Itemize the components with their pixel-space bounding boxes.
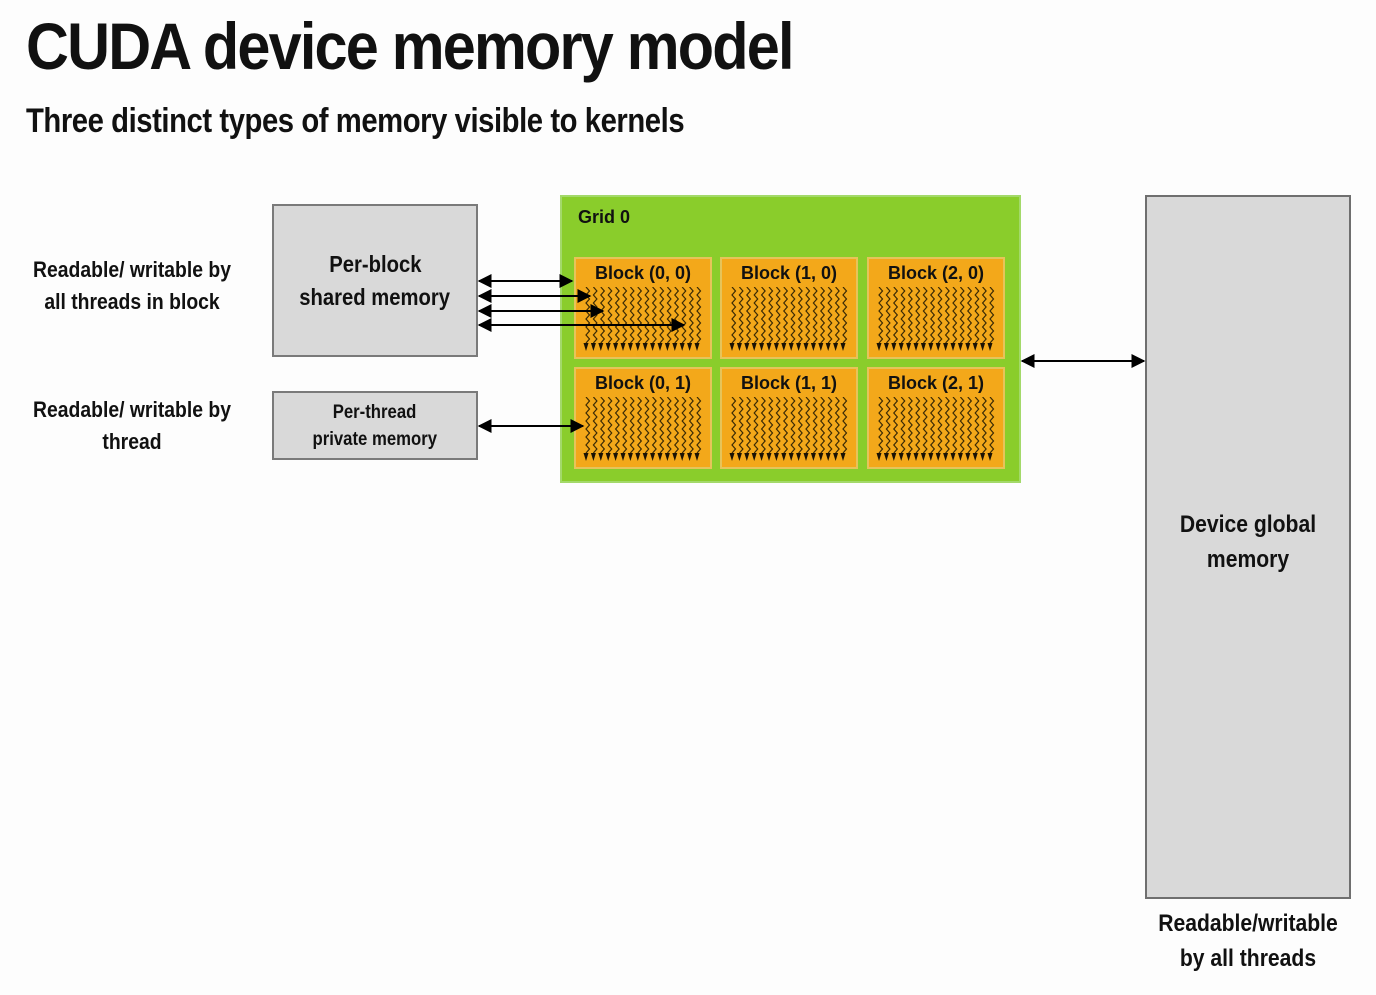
- private-memory-line-1: Per-thread: [333, 401, 417, 423]
- block-2-0: Block (2, 0): [867, 257, 1005, 359]
- block-2-1: Block (2, 1): [867, 367, 1005, 469]
- global-access-label: Readable/writable by all threads: [1136, 906, 1360, 976]
- shared-memory-box: Per-block shared memory: [272, 204, 478, 357]
- block-0-0: Block (0, 0): [574, 257, 712, 359]
- block-1-1: Block (1, 1): [720, 367, 858, 469]
- global-memory-line-1: Device global: [1179, 511, 1317, 538]
- block-label: Block (1, 0): [740, 263, 838, 283]
- grid-0: Grid 0 Block (0, 0) Block (1, 0) Block (…: [560, 195, 1021, 483]
- block-label: Block (0, 0): [594, 263, 692, 283]
- global-access-line-1: Readable/writable: [1158, 910, 1338, 937]
- thread-warps-icon: [729, 287, 848, 351]
- private-access-line-1: Readable/ writable by: [33, 397, 231, 422]
- block-0-1: Block (0, 1): [574, 367, 712, 469]
- block-label: Block (0, 1): [594, 373, 692, 393]
- block-label: Block (1, 1): [740, 373, 838, 393]
- thread-warps-icon: [583, 397, 702, 461]
- private-access-label: Readable/ writable by thread: [26, 394, 237, 458]
- global-access-line-2: by all threads: [1179, 945, 1317, 972]
- grid-label: Grid 0: [578, 207, 631, 227]
- private-memory-box: Per-thread private memory: [272, 391, 478, 460]
- page-subtitle: Three distinct types of memory visible t…: [26, 102, 685, 140]
- global-memory-line-2: memory: [1206, 546, 1290, 573]
- private-access-line-2: thread: [102, 429, 162, 454]
- shared-access-label: Readable/ writable by all threads in blo…: [26, 254, 237, 318]
- thread-warps-icon: [876, 397, 995, 461]
- block-1-0: Block (1, 0): [720, 257, 858, 359]
- page-title: CUDA device memory model: [26, 9, 794, 83]
- block-label: Block (2, 1): [887, 373, 985, 393]
- thread-warps-icon: [729, 397, 848, 461]
- shared-access-line-1: Readable/ writable by: [33, 257, 231, 282]
- thread-warps-icon: [876, 287, 995, 351]
- shared-memory-line-1: Per-block: [328, 250, 422, 277]
- private-memory-line-2: private memory: [312, 428, 438, 450]
- global-memory-label: Device global memory: [1147, 507, 1349, 577]
- global-memory-box: Device global memory: [1145, 195, 1351, 899]
- block-label: Block (2, 0): [887, 263, 985, 283]
- shared-access-line-2: all threads in block: [44, 289, 220, 314]
- shared-memory-line-2: shared memory: [299, 283, 451, 310]
